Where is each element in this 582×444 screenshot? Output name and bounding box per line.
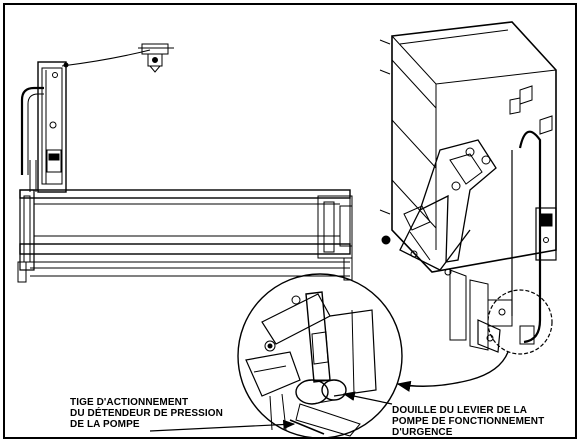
zoom-detail-view <box>237 273 403 439</box>
leader-douille <box>342 391 393 405</box>
left-frame-assembly <box>17 43 353 283</box>
label-line: TIGE D'ACTIONNEMENT <box>70 397 189 408</box>
diagram-frame <box>3 3 577 439</box>
label-line: DOUILLE DU LEVIER DE LA <box>392 405 528 416</box>
label-line: DE LA POMPE <box>70 419 140 430</box>
label-lever-bushing: DOUILLE DU LEVIER DE LA POMPE DE FONCTIO… <box>392 405 544 438</box>
label-line: POMPE DE FONCTIONNEMENT <box>392 416 545 427</box>
label-actuating-rod: TIGE D'ACTIONNEMENT DU DÉTENDEUR DE PRES… <box>70 397 223 430</box>
label-line: DU DÉTENDEUR DE PRESSION <box>70 408 223 419</box>
pump-unit-isometric <box>379 21 557 355</box>
label-line: D'URGENCE <box>392 427 453 438</box>
callout-curve <box>396 351 509 392</box>
leader-tige <box>149 419 296 432</box>
